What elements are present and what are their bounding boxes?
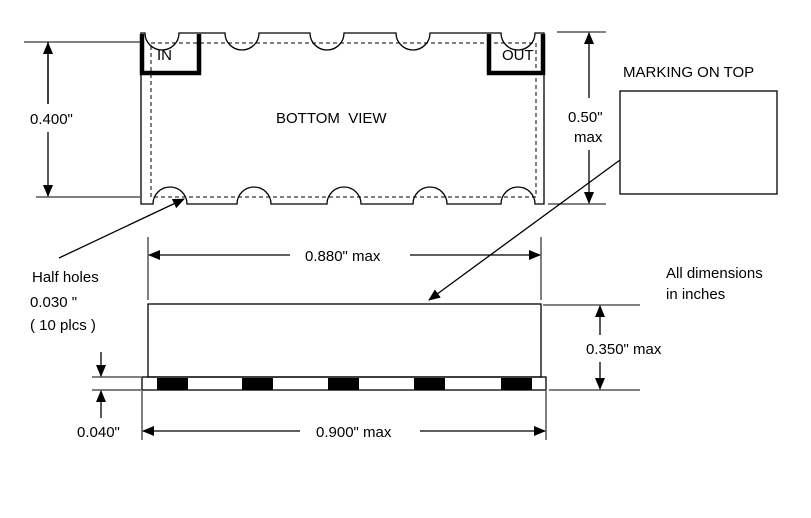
height-max-unit-label: max — [574, 129, 603, 146]
height-bottom-label: 0.400" — [30, 111, 73, 128]
length-body-dimension: 0.880" max — [147, 237, 542, 300]
side-view-pad-5 — [501, 378, 532, 390]
half-holes-leader — [58, 198, 185, 259]
marking-on-top-label: MARKING ON TOP — [623, 64, 754, 81]
length-body-label: 0.880" max — [305, 248, 381, 265]
marking-leader — [428, 159, 621, 301]
height-side-label: 0.350" max — [586, 341, 662, 358]
height-max-value-label: 0.50" — [568, 109, 603, 126]
half-holes-title: Half holes — [32, 269, 99, 286]
units-note-line2: in inches — [666, 286, 725, 303]
bottom-view-label: BOTTOM VIEW — [276, 110, 387, 127]
height-max-dimension: 0.50" max — [548, 31, 606, 205]
height-dimension-bottom-view: 0.400" — [24, 41, 140, 198]
thickness-base-dimension: 0.040" — [77, 352, 141, 441]
in-pad — [139, 34, 202, 76]
side-view — [141, 303, 547, 391]
side-view-pad-2 — [242, 378, 273, 390]
out-pad — [486, 34, 546, 76]
half-holes-callout: Half holes 0.030 " ( 10 plcs ) — [30, 198, 185, 334]
marking-box — [619, 90, 778, 195]
thickness-base-label: 0.040" — [77, 424, 120, 441]
side-view-pad-3 — [328, 378, 359, 390]
side-view-body — [147, 303, 542, 378]
side-view-pad-1 — [157, 378, 188, 390]
height-side-dimension: 0.350" max — [543, 304, 662, 391]
units-note: All dimensions in inches — [666, 265, 763, 303]
half-holes-size: 0.030 " — [30, 294, 77, 311]
marking-on-top: MARKING ON TOP — [428, 64, 778, 301]
half-holes-count: ( 10 plcs ) — [30, 317, 96, 334]
bottom-view-inner-dashed — [150, 42, 537, 198]
side-view-pad-4 — [414, 378, 445, 390]
in-label: IN — [157, 47, 172, 64]
out-label: OUT — [502, 47, 534, 64]
units-note-line1: All dimensions — [666, 265, 763, 282]
length-base-label: 0.900" max — [316, 424, 392, 441]
bottom-view: IN OUT BOTTOM VIEW — [139, 32, 546, 205]
bottom-view-outline — [140, 32, 545, 205]
length-base-dimension: 0.900" max — [141, 391, 547, 441]
